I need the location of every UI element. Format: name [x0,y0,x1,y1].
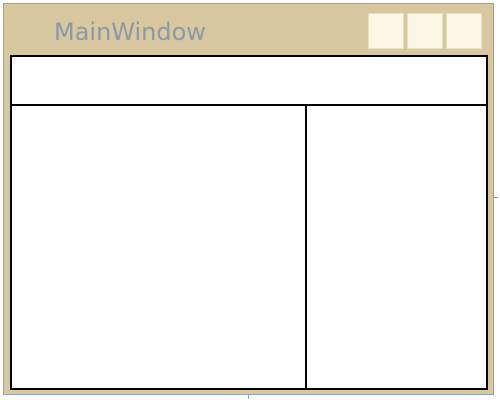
client-area [10,55,488,390]
resize-guide-right [494,197,498,198]
right-panel [307,106,486,388]
title-bar[interactable]: MainWindow [4,4,493,54]
window-title: MainWindow [54,18,206,46]
maximize-button[interactable] [407,13,443,49]
main-window: MainWindow [3,3,494,395]
close-button[interactable] [446,13,482,49]
left-panel [12,106,307,388]
minimize-button[interactable] [368,13,404,49]
top-panel [12,57,486,106]
resize-guide-bottom [248,395,249,399]
